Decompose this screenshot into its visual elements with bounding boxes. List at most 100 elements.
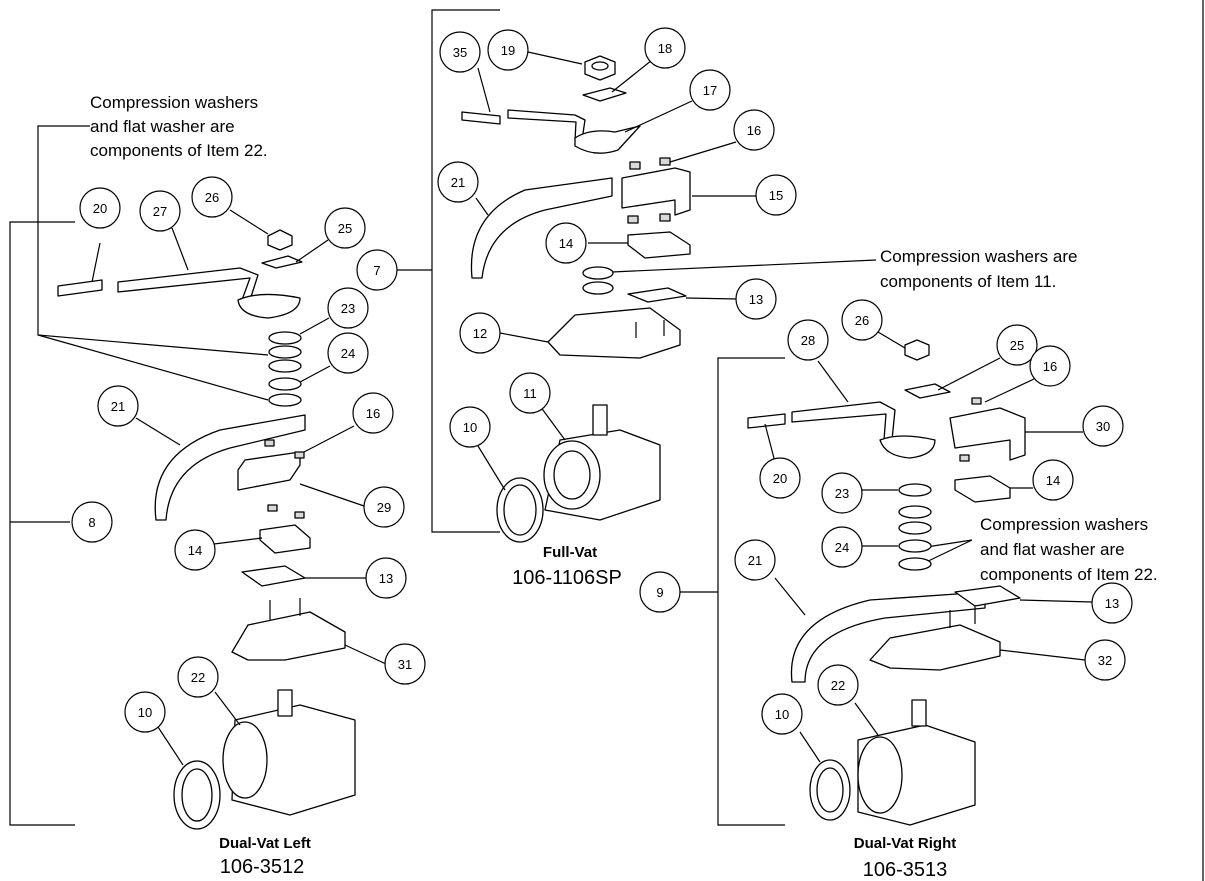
svg-text:10: 10 — [463, 420, 477, 435]
callout-23: 23 — [327, 287, 369, 329]
svg-text:25: 25 — [338, 221, 352, 236]
callout-20: 20 — [79, 187, 121, 229]
callout-10: 10 — [761, 693, 803, 735]
dual-right-parts — [747, 339, 1026, 826]
svg-text:10: 10 — [138, 705, 152, 720]
actuator-plate-part — [627, 287, 687, 303]
svg-text:21: 21 — [451, 175, 465, 190]
callout-28: 28 — [787, 319, 829, 361]
svg-text:17: 17 — [703, 83, 717, 98]
callout-12: 12 — [459, 312, 501, 354]
svg-text:16: 16 — [747, 123, 761, 138]
svg-text:22: 22 — [191, 670, 205, 685]
svg-text:25: 25 — [1010, 338, 1024, 353]
svg-text:14: 14 — [1046, 473, 1060, 488]
svg-text:24: 24 — [341, 346, 355, 361]
callout-10: 10 — [124, 691, 166, 733]
svg-text:13: 13 — [1105, 596, 1119, 611]
callout-10: 10 — [449, 406, 491, 448]
callout-14: 14 — [174, 529, 216, 571]
svg-text:31: 31 — [398, 657, 412, 672]
svg-text:22: 22 — [831, 678, 845, 693]
svg-text:26: 26 — [205, 190, 219, 205]
cam-part — [574, 125, 641, 154]
callout-23: 23 — [821, 472, 863, 514]
callout-24: 24 — [821, 526, 863, 568]
note-left-leaders — [37, 125, 269, 401]
callout-16: 16 — [352, 392, 394, 434]
svg-text:106-3513: 106-3513 — [863, 859, 948, 881]
svg-text:20: 20 — [773, 471, 787, 486]
svg-text:30: 30 — [1096, 419, 1110, 434]
svg-text:14: 14 — [559, 236, 573, 251]
micro-switch-part — [627, 231, 691, 259]
note-right: Compression washers and flat washer are … — [980, 515, 1158, 584]
callout-14: 14 — [1032, 459, 1074, 501]
callout-15: 15 — [755, 174, 797, 216]
callout-29: 29 — [363, 486, 405, 528]
svg-text:32: 32 — [1098, 653, 1112, 668]
svg-text:23: 23 — [835, 486, 849, 501]
svg-text:27: 27 — [153, 204, 167, 219]
svg-text:components of Item 22.: components of Item 22. — [980, 565, 1158, 584]
callout-25: 25 — [996, 324, 1038, 366]
svg-text:Compression washers: Compression washers — [980, 515, 1148, 534]
callout-8: 8 — [71, 501, 113, 543]
svg-text:20: 20 — [93, 201, 107, 216]
callout-11: 11 — [509, 372, 551, 414]
svg-text:11: 11 — [523, 386, 537, 401]
svg-text:and flat washer are: and flat washer are — [980, 540, 1125, 559]
callout-19: 19 — [487, 29, 529, 71]
svg-text:13: 13 — [749, 292, 763, 307]
svg-text:Dual-Vat Right: Dual-Vat Right — [854, 835, 957, 852]
svg-text:24: 24 — [835, 540, 849, 555]
callouts: 35 19 18 17 16 21 15 14 7 13 12 11 10 20… — [71, 27, 1133, 735]
svg-text:16: 16 — [1043, 359, 1057, 374]
bracket-full-vat — [395, 9, 500, 533]
callout-27: 27 — [139, 190, 181, 232]
svg-text:and flat washer are: and flat washer are — [90, 117, 235, 136]
title-dual-left: Dual-Vat Left 106-3512 — [219, 835, 311, 878]
rod-part-bent — [507, 109, 586, 141]
svg-text:Compression washers: Compression washers — [90, 93, 258, 112]
callout-32: 32 — [1084, 639, 1126, 681]
callout-18: 18 — [644, 27, 686, 69]
svg-text:Full-Vat: Full-Vat — [543, 544, 597, 561]
callout-25: 25 — [324, 207, 366, 249]
svg-text:19: 19 — [501, 43, 515, 58]
callout-35: 35 — [439, 31, 481, 73]
callout-14: 14 — [545, 222, 587, 264]
svg-text:21: 21 — [748, 553, 762, 568]
dual-left-parts — [57, 229, 356, 830]
svg-text:8: 8 — [88, 515, 95, 530]
svg-text:9: 9 — [656, 585, 663, 600]
svg-text:18: 18 — [658, 41, 672, 56]
callout-30: 30 — [1082, 405, 1124, 447]
switch-cover-part — [621, 167, 691, 216]
svg-text:26: 26 — [855, 313, 869, 328]
lock-clip-part — [582, 87, 627, 102]
callout-9: 9 — [639, 571, 681, 613]
svg-text:components of Item 11.: components of Item 11. — [880, 272, 1056, 291]
svg-text:Dual-Vat Left: Dual-Vat Left — [219, 835, 311, 852]
svg-text:16: 16 — [366, 406, 380, 421]
callout-26: 26 — [841, 299, 883, 341]
svg-text:Compression washers are: Compression washers are — [880, 247, 1077, 266]
callout-26: 26 — [191, 176, 233, 218]
callout-21: 21 — [437, 161, 479, 203]
title-full-vat: Full-Vat 106-1106SP — [512, 544, 622, 589]
callout-31: 31 — [384, 643, 426, 685]
callout-20: 20 — [759, 457, 801, 499]
callout-22: 22 — [817, 664, 859, 706]
svg-text:components of Item 22.: components of Item 22. — [90, 141, 268, 160]
note-center: Compression washers are components of It… — [880, 247, 1077, 291]
callout-7: 7 — [356, 249, 398, 291]
callout-22: 22 — [177, 656, 219, 698]
callout-13: 13 — [365, 557, 407, 599]
svg-text:106-3512: 106-3512 — [220, 856, 305, 878]
mounting-plate-part — [547, 307, 681, 359]
svg-text:29: 29 — [377, 500, 391, 515]
svg-text:14: 14 — [188, 543, 202, 558]
callout-13: 13 — [735, 278, 777, 320]
